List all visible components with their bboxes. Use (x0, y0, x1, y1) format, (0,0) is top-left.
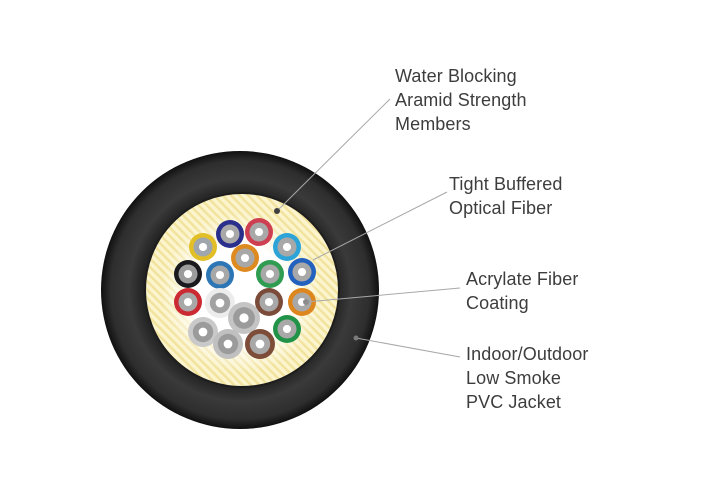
fiber-red (174, 288, 202, 316)
fiber-black (174, 260, 202, 288)
fiber-core-slate-2 (239, 313, 249, 323)
fiber-slate-3 (213, 329, 243, 359)
fiber-core-orange-1 (240, 253, 250, 263)
fiber-core-red (183, 297, 193, 307)
leader-line-fiber (312, 191, 448, 261)
fiber-core-aqua (282, 242, 292, 252)
fiber-slate-2 (228, 302, 260, 334)
fiber-slate-1 (188, 317, 218, 347)
fiber-blue (206, 261, 234, 289)
label-water-blocking-aramid-strength-members: Water Blocking Aramid Strength Members (395, 66, 527, 134)
fiber-core-rose-red (254, 227, 264, 237)
fiber-aqua (273, 233, 301, 261)
fiber-brown-2 (245, 329, 275, 359)
leader-dot-jacket (353, 335, 359, 341)
fiber-rose-red (245, 218, 273, 246)
fiber-core-navy (225, 229, 235, 239)
fiber-white (205, 288, 235, 318)
fiber-core-brown-1 (264, 297, 274, 307)
fiber-core-slate-1 (198, 327, 208, 337)
label-acrylate-fiber-coating: Acrylate Fiber Coating (466, 269, 579, 313)
fiber-core-slate-3 (223, 339, 233, 349)
fiber-core-royal-blue (297, 267, 307, 277)
fiber-core-blue (215, 270, 225, 280)
fiber-orange-1 (231, 244, 259, 272)
fiber-core-white (215, 298, 225, 308)
leader-line-aramid (276, 98, 391, 212)
fiber-core-green-1 (265, 269, 275, 279)
fiber-yellow (189, 233, 217, 261)
fiber-green-2 (273, 315, 301, 343)
fiber-green-1 (256, 260, 284, 288)
leader-line-coating (305, 287, 461, 303)
leader-line-jacket (355, 337, 461, 358)
fiber-core-black (183, 269, 193, 279)
fiber-core-green-2 (282, 324, 292, 334)
fiber-core-brown-2 (255, 339, 265, 349)
label-indoor-outdoor-low-smoke-pvc-jacket: Indoor/Outdoor Low Smoke PVC Jacket (466, 344, 589, 412)
fiber-orange-2 (288, 288, 316, 316)
fiber-royal-blue (288, 258, 316, 286)
leader-dot-aramid (274, 208, 280, 214)
label-tight-buffered-optical-fiber: Tight Buffered Optical Fiber (449, 174, 563, 218)
fiber-core-yellow (198, 242, 208, 252)
fiber-navy (216, 220, 244, 248)
fiber-brown-1 (255, 288, 283, 316)
leader-dot-coating (303, 299, 309, 305)
